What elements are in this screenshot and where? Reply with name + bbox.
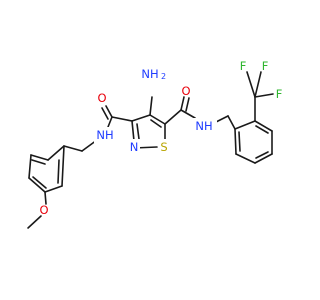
bond-ar2-double	[31, 159, 46, 165]
structure-svg: NH 2 O NH N S O NH F F F O	[27, 59, 282, 229]
bond-c4-nh2	[149, 96, 153, 116]
bond-camide-o-double	[101, 107, 109, 120]
bond-ar5	[44, 185, 63, 193]
bond-c4-c5	[149, 114, 166, 125]
bond-camide2-o-double	[185, 97, 190, 112]
bond-cf3-f-top	[254, 71, 262, 98]
bond-c3-n	[131, 120, 135, 142]
nh2-label: NH	[141, 67, 158, 81]
bond-br6	[234, 128, 237, 155]
amide-nh-left: NH	[96, 128, 113, 142]
bond-ar6-double	[57, 159, 60, 184]
bond-br2	[254, 120, 273, 132]
bond-o-ch3	[27, 215, 42, 229]
bond-br1	[234, 120, 256, 130]
bond-cf3-f-left	[246, 71, 256, 98]
bond-ar6	[61, 145, 65, 187]
bond-camide-nh	[107, 116, 113, 128]
bond-br4-double	[255, 151, 269, 159]
atom-labels: NH 2 O NH N S O NH F F F O	[39, 59, 282, 217]
amide-nh-right: NH	[195, 119, 212, 133]
bond-br6-double	[238, 131, 241, 152]
bond-c3-camide	[111, 116, 133, 122]
amide-oxygen-right: O	[181, 84, 190, 98]
bond-ar1	[47, 145, 65, 161]
ring-sulfur: S	[160, 140, 167, 154]
bond-c5-camide	[164, 109, 182, 125]
bond-ar2	[30, 154, 49, 161]
bond-ar-o	[44, 191, 47, 205]
fluorine-top-right: F	[262, 59, 269, 73]
fluorine-right: F	[276, 87, 283, 101]
bond-c4-c5-double	[150, 119, 162, 128]
bond-ar4	[28, 177, 46, 193]
bond-camide2-nh	[180, 109, 196, 119]
bond-ar4-double	[32, 176, 47, 189]
bond-cf3-f-right	[254, 93, 274, 98]
bond-ar3	[28, 154, 32, 179]
bond-br2-double	[255, 125, 269, 134]
ring-nitrogen: N	[130, 140, 139, 154]
nh2-subscript: 2	[161, 72, 166, 81]
bond-c3-n-double	[136, 123, 140, 140]
bond-c4-c3	[131, 114, 151, 122]
fluorine-top-left: F	[240, 59, 247, 73]
bond-camide-o	[105, 105, 113, 118]
bonds	[27, 71, 274, 229]
bond-br5	[235, 153, 256, 164]
bond-ch2-ring-left	[63, 145, 83, 152]
amide-oxygen-left: O	[97, 91, 106, 105]
molecule-diagram: NH 2 O NH N S O NH F F F O	[27, 59, 282, 229]
methoxy-oxygen: O	[39, 203, 48, 217]
bond-ch2-ring-right	[227, 115, 236, 130]
bond-br4	[254, 153, 273, 164]
bond-camide2-o	[180, 96, 185, 111]
